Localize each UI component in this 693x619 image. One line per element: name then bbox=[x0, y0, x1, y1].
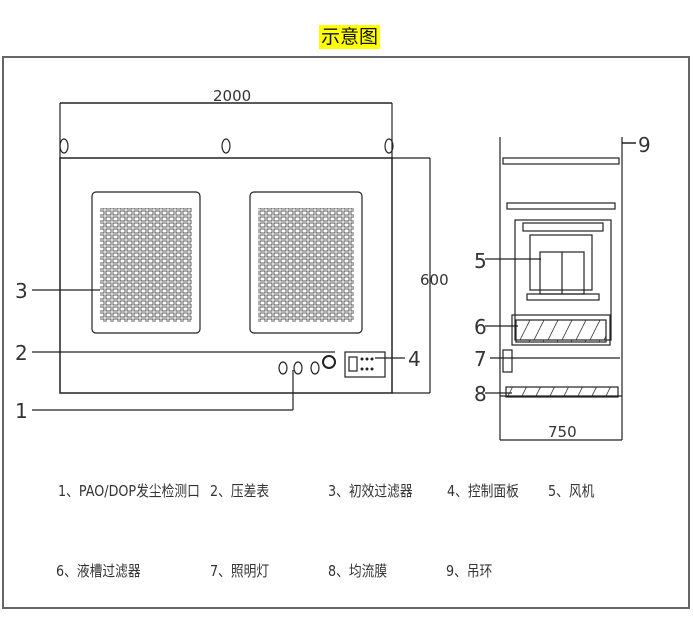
width-dimension: 2000 bbox=[213, 87, 251, 105]
gauge-icons bbox=[278, 355, 336, 375]
side-view bbox=[485, 137, 636, 441]
primary-filter-left bbox=[91, 191, 201, 334]
callout-6: 6 bbox=[474, 315, 487, 339]
lifting-ring-icon bbox=[59, 138, 394, 154]
control-panel-icon bbox=[344, 351, 386, 378]
callout-3: 3 bbox=[15, 279, 28, 303]
callout-9: 9 bbox=[638, 133, 651, 157]
frame-border bbox=[2, 56, 690, 609]
legend-item-9: 9、吊环 bbox=[446, 562, 493, 580]
depth-dimension: 750 bbox=[548, 423, 577, 441]
legend-item-8: 8、均流膜 bbox=[328, 562, 388, 580]
front-view bbox=[32, 102, 431, 411]
legend-item-2: 2、压差表 bbox=[210, 482, 270, 500]
height-dimension: 600 bbox=[420, 271, 449, 289]
diagram-title: 示意图 bbox=[319, 25, 381, 49]
legend-item-1: 1、PAO/DOP发尘检测口 bbox=[58, 482, 200, 500]
primary-filter-right bbox=[249, 191, 363, 334]
legend-item-6: 6、液槽过滤器 bbox=[56, 562, 141, 580]
callout-7: 7 bbox=[474, 347, 487, 371]
callout-1: 1 bbox=[15, 399, 28, 423]
callout-4: 4 bbox=[408, 347, 421, 371]
legend-item-7: 7、照明灯 bbox=[210, 562, 270, 580]
legend-item-5: 5、风机 bbox=[548, 482, 595, 500]
callout-2: 2 bbox=[15, 341, 28, 365]
callout-5: 5 bbox=[474, 249, 487, 273]
legend-item-4: 4、控制面板 bbox=[447, 482, 519, 500]
callout-8: 8 bbox=[474, 382, 487, 406]
legend-item-3: 3、初效过滤器 bbox=[328, 482, 413, 500]
